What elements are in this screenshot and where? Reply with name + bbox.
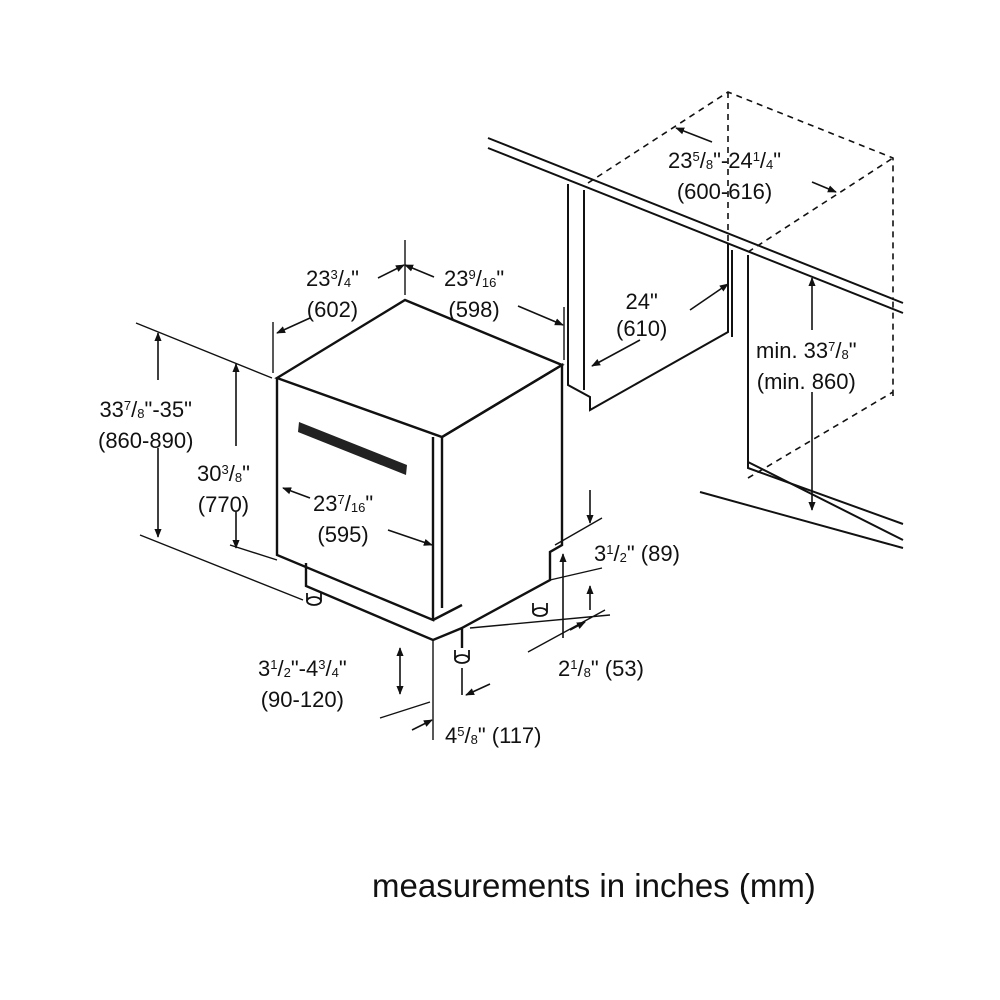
cabinet-dashed-box <box>587 91 894 479</box>
label-toe-kick-height: 31/2" (89) <box>594 541 680 566</box>
toe-kick <box>304 563 463 642</box>
label-foot-height: 31/2"-43/4" (90-120) <box>258 656 347 712</box>
dimension-arrows <box>154 127 837 731</box>
label-unit-depth: 233/4" (602) <box>306 266 359 322</box>
left-cabinet-panel <box>567 184 729 412</box>
label-leg-setback: 21/8" (53) <box>558 656 644 681</box>
label-door-width: 237/16" (595) <box>313 491 374 547</box>
arrow-foot-offset <box>411 719 433 731</box>
label-unit-width: 239/16" (598) <box>444 266 505 322</box>
label-foot-offset: 45/8" (117) <box>445 723 542 748</box>
label-body-height: 303/8" (770) <box>197 461 250 517</box>
right-cabinet-panel <box>731 250 904 525</box>
label-cabinet-min-height: min. 337/8" (min. 860) <box>756 338 857 394</box>
label-overall-height: 337/8"-35" (860-890) <box>98 397 194 453</box>
arrow-unit-width <box>404 264 435 278</box>
cabinet-outline <box>487 137 904 549</box>
leveling-feet <box>306 593 548 664</box>
countertop <box>487 137 904 314</box>
dishwasher-body <box>274 298 565 648</box>
floor-line <box>699 461 904 549</box>
arrow-unit-depth <box>276 317 311 334</box>
measurement-units-caption: measurements in inches (mm) <box>372 867 816 904</box>
arrow-cabinet-width <box>591 339 641 367</box>
door-handle <box>298 422 407 475</box>
door-edge <box>432 603 463 622</box>
unit-front <box>275 378 435 622</box>
label-cabinet-depth: 235/8"-241/4" (600-616) <box>668 148 782 204</box>
arrow-cabinet-depth <box>675 127 713 143</box>
label-cabinet-width: 24" (610) <box>616 289 668 341</box>
arrow-door-width <box>282 487 311 499</box>
